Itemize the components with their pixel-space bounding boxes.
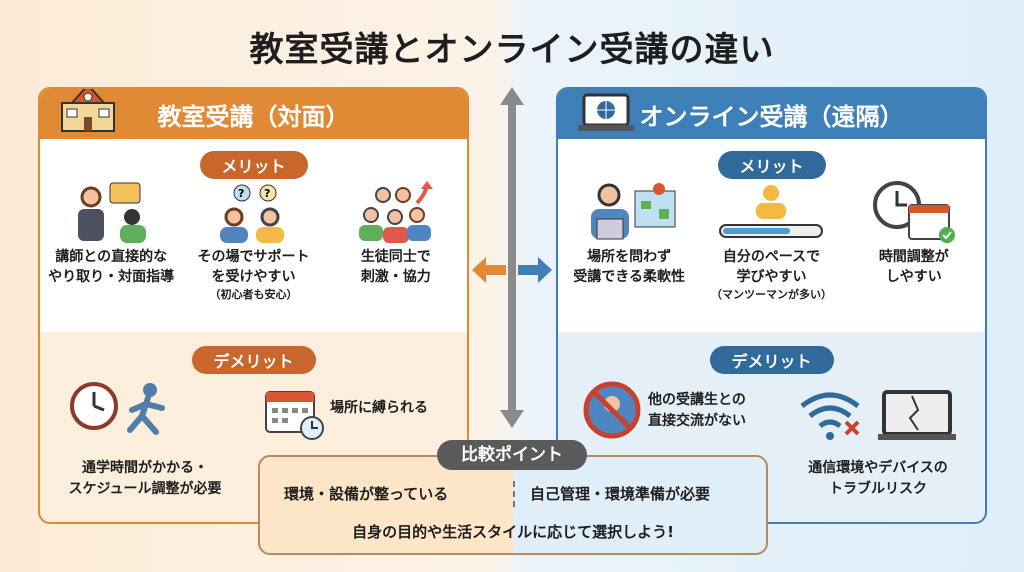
demerit-text: 他の受講生との直接交流がない [648,392,746,429]
svg-text:?: ? [238,187,244,200]
online-heading: オンライン受講（遠隔） [639,102,904,131]
page-title: 教室受講とオンライン受講の違い [249,30,775,70]
divider-arrows-icon [472,87,552,428]
classroom-header: 教室受講（対面） [40,89,467,139]
school-building-icon [61,89,115,132]
comparison-left: 環境・設備が整っている [284,485,449,503]
demerit-label: デメリット [709,346,834,374]
calendar-clock-icon [265,391,324,440]
comparison-right: 自己管理・環境準備が必要 [530,485,711,503]
merit-item: 生徒同士で刺激・協力 [327,181,465,303]
clock-running-icon [70,382,165,435]
questions-icon: ?? [220,184,285,243]
online-demerits: デメリット 他の受講生との直接交流がない 通信環境やデバイスのトラブルリスク [558,332,985,522]
classroom-heading: 教室受講（対面） [157,102,350,131]
laptop-globe-icon [578,93,634,131]
demerit-text: 場所に縛られる [330,400,428,416]
merit-item: 講師との直接的なやり取り・対面指導 [42,181,180,303]
online-header: オンライン受講（遠隔） [558,89,985,139]
online-card: オンライン受講（遠隔） メリット 場所を問わず受講できる柔軟性 自分のペースで学… [556,87,987,524]
laptop-map-icon [591,183,676,240]
merit-label: メリット [199,151,308,179]
comparison-conclusion: 自身の目的や生活スタイルに応じて選択しよう! [352,523,674,541]
wifi-broken-device-icon [800,390,956,440]
demerit-text: 通学時間がかかる・スケジュール調整が必要 [68,460,222,497]
comparison-label: 比較ポイント [437,440,587,470]
merit-label: メリット [717,151,826,179]
comparison-divider [513,481,515,507]
merit-item: 自分のペースで学びやすい （マンツーマンが多い） [702,181,840,303]
demerit-text: 通信環境やデバイスのトラブルリスク [808,460,948,497]
teacher-student-icon [78,182,147,243]
merit-item: 時間調整がしやすい [845,181,983,303]
progress-fill [723,228,791,234]
progress-icon [719,185,824,238]
classroom-demerits: デメリット 場所に縛られる 通学時間がかかる・スケジュール調整が必要 [40,332,467,522]
demerit-label: デメリット [191,346,316,374]
merit-item: ?? その場でサポートを受けやすい （初心者も安心） [184,181,322,303]
online-merits: メリット 場所を問わず受講できる柔軟性 自分のペースで学びやすい （マンツーマン… [558,139,985,332]
group-growth-icon [358,181,433,243]
clock-calendar-icon [872,181,955,243]
no-people-icon [583,381,641,439]
classroom-merits: メリット 講師との直接的なやり取り・対面指導 ?? その場でサポートを受けやすい… [40,139,467,332]
merit-item: 場所を問わず受講できる柔軟性 [560,181,698,303]
comparison-box: 環境・設備が整っている 自己管理・環境準備が必要 自身の目的や生活スタイルに応じ… [258,455,768,555]
classroom-card: 教室受講（対面） メリット 講師との直接的なやり取り・対面指導 ?? その場でサ… [38,87,469,524]
svg-text:?: ? [264,187,270,200]
